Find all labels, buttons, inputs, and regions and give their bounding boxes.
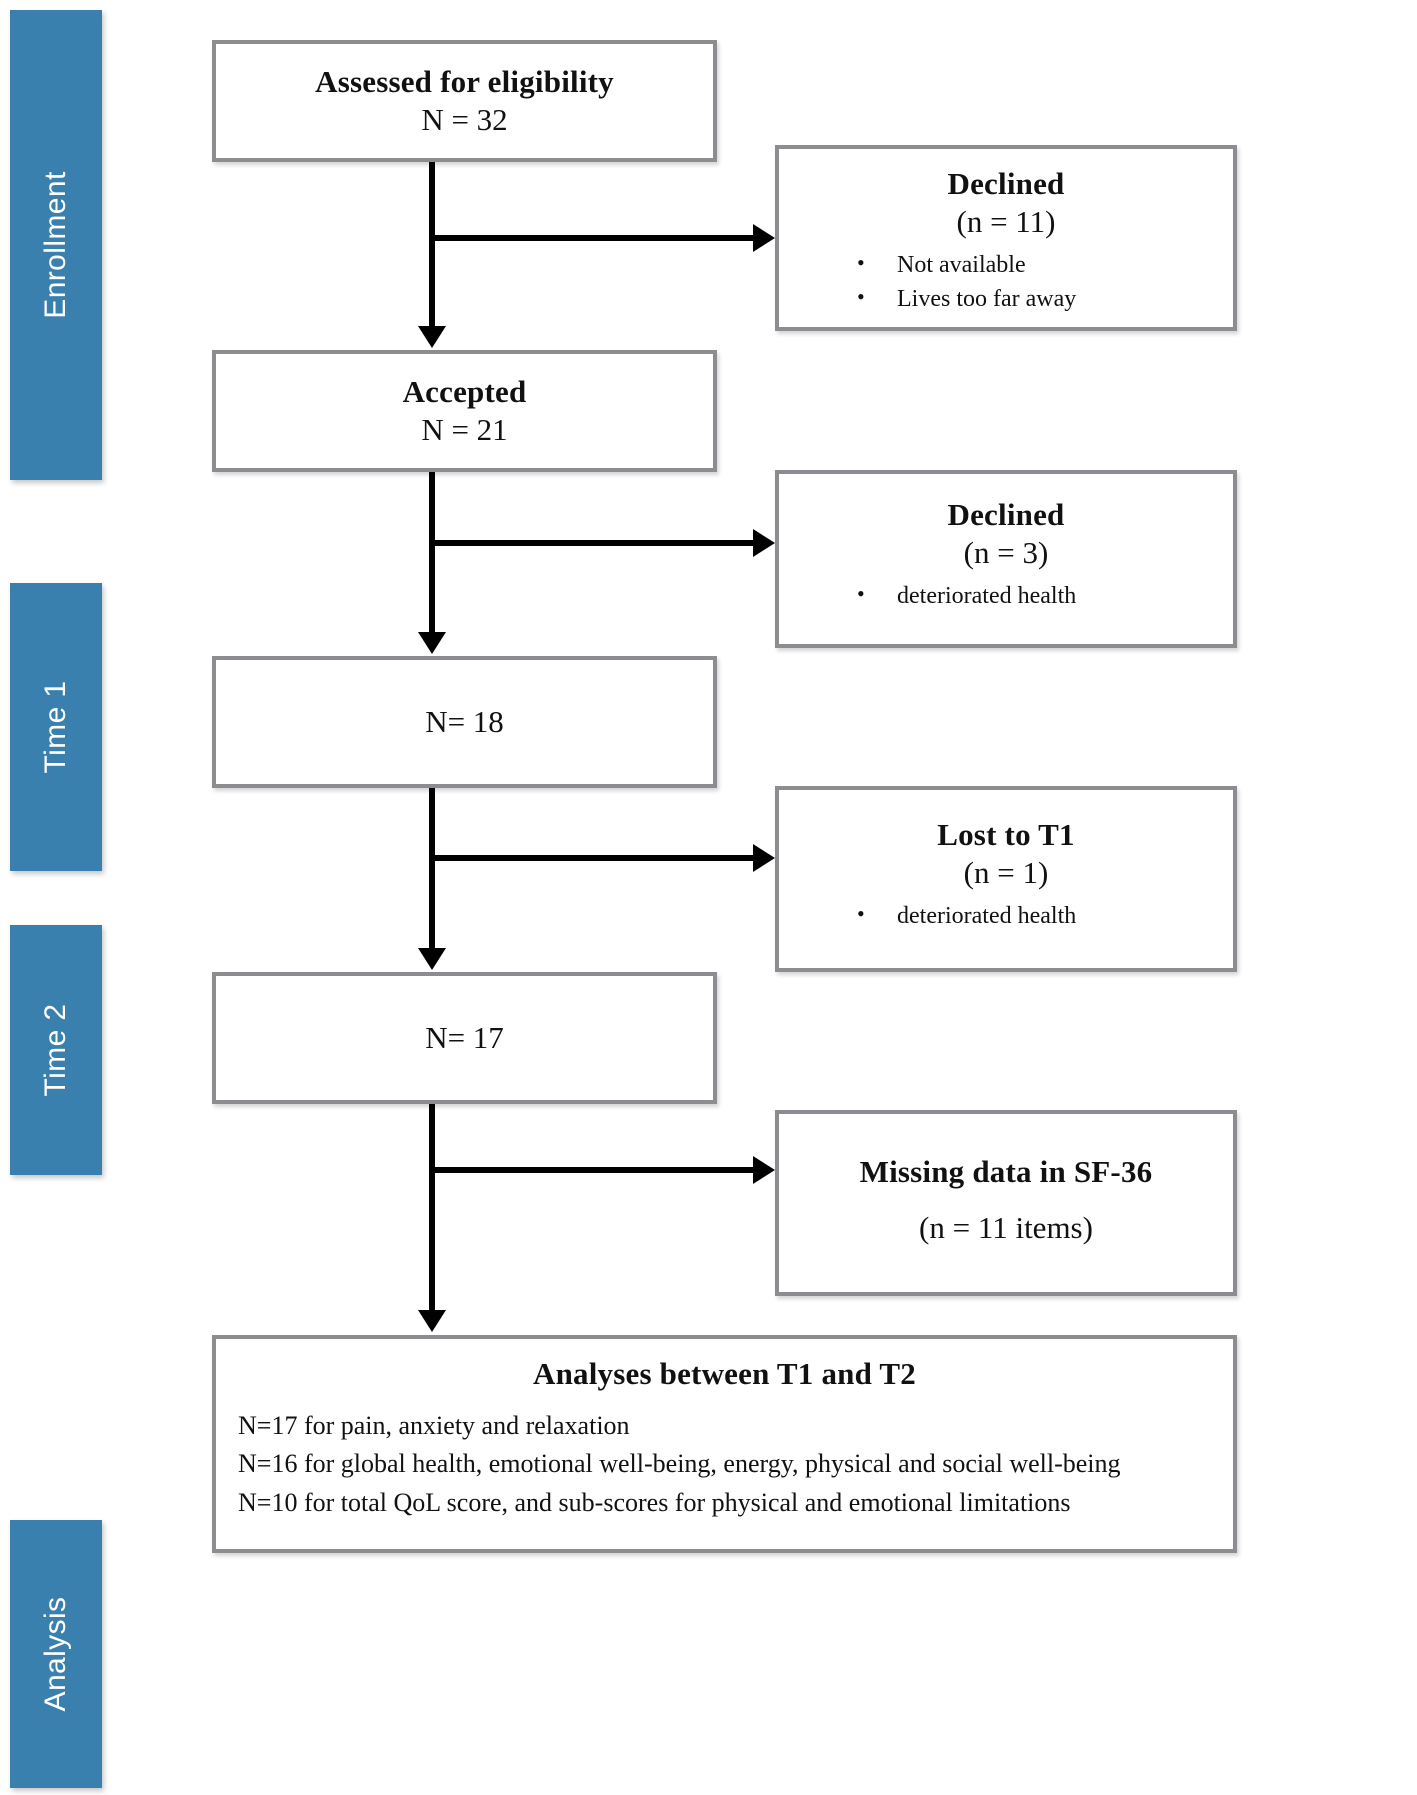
node-count: N= 17 bbox=[425, 1019, 504, 1055]
node-declined-11: Declined (n = 11) Not available Lives to… bbox=[775, 145, 1237, 331]
analysis-line-list: N=17 for pain, anxiety and relaxation N=… bbox=[216, 1407, 1233, 1522]
node-title: Assessed for eligibility bbox=[315, 63, 614, 99]
analysis-line: N=16 for global health, emotional well-b… bbox=[238, 1449, 1121, 1479]
node-count: (n = 1) bbox=[963, 854, 1049, 890]
node-accepted: Accepted N = 21 bbox=[212, 350, 717, 472]
node-title: Analyses between T1 and T2 bbox=[532, 1356, 916, 1391]
analysis-line: N=10 for total QoL score, and sub-scores… bbox=[238, 1487, 1071, 1517]
node-assessed-for-eligibility: Assessed for eligibility N = 32 bbox=[212, 40, 717, 162]
arrow-right-1 bbox=[753, 224, 775, 252]
phase-label-enrollment: Enrollment bbox=[39, 171, 72, 319]
node-count: N = 21 bbox=[421, 411, 508, 447]
node-analyses-t1-t2: Analyses between T1 and T2 N=17 for pain… bbox=[212, 1335, 1237, 1553]
node-missing-data-sf36: Missing data in SF-36 (n = 11 items) bbox=[775, 1110, 1237, 1296]
list-item: Not available bbox=[779, 247, 1233, 283]
node-n-18: N= 18 bbox=[212, 656, 717, 788]
analysis-line: N=17 for pain, anxiety and relaxation bbox=[238, 1410, 630, 1440]
phase-band-enrollment: Enrollment bbox=[10, 10, 102, 480]
connector-vertical-2 bbox=[429, 472, 435, 634]
list-item: Lives too far away bbox=[779, 281, 1233, 317]
connector-vertical-3 bbox=[429, 788, 435, 950]
node-title: Missing data in SF-36 bbox=[859, 1153, 1153, 1189]
connector-horizontal-2 bbox=[429, 540, 753, 546]
reason-list: deteriorated health bbox=[779, 578, 1233, 614]
arrow-down-1 bbox=[418, 326, 446, 348]
node-title: Declined bbox=[947, 497, 1065, 532]
node-title: Accepted bbox=[402, 373, 527, 409]
node-n-17: N= 17 bbox=[212, 972, 717, 1104]
node-lost-to-t1: Lost to T1 (n = 1) deteriorated health bbox=[775, 786, 1237, 972]
connector-vertical-4 bbox=[429, 1104, 435, 1312]
phase-label-analysis: Analysis bbox=[39, 1596, 72, 1712]
node-title: Lost to T1 bbox=[937, 817, 1075, 852]
node-declined-3: Declined (n = 3) deteriorated health bbox=[775, 470, 1237, 648]
connector-vertical-1 bbox=[429, 162, 435, 328]
node-count: N= 18 bbox=[425, 703, 504, 739]
phase-band-analysis: Analysis bbox=[10, 1520, 102, 1788]
arrow-right-2 bbox=[753, 529, 775, 557]
phase-band-time-1: Time 1 bbox=[10, 583, 102, 871]
reason-list: Not available Lives too far away bbox=[779, 247, 1233, 318]
connector-horizontal-3 bbox=[429, 855, 753, 861]
node-title: Declined bbox=[947, 166, 1065, 201]
arrow-down-4 bbox=[418, 1310, 446, 1332]
reason-list: deteriorated health bbox=[779, 898, 1233, 934]
arrow-down-2 bbox=[418, 632, 446, 654]
arrow-right-4 bbox=[753, 1156, 775, 1184]
node-count: N = 32 bbox=[421, 101, 508, 137]
arrow-down-3 bbox=[418, 948, 446, 970]
node-count: (n = 11 items) bbox=[919, 1209, 1093, 1245]
list-item: deteriorated health bbox=[779, 898, 1233, 934]
phase-band-time-2: Time 2 bbox=[10, 925, 102, 1175]
phase-label-time-1: Time 1 bbox=[39, 680, 72, 774]
connector-horizontal-1 bbox=[429, 235, 753, 241]
arrow-right-3 bbox=[753, 844, 775, 872]
phase-label-time-2: Time 2 bbox=[39, 1003, 72, 1097]
list-item: deteriorated health bbox=[779, 578, 1233, 614]
node-count: (n = 11) bbox=[956, 203, 1056, 239]
node-count: (n = 3) bbox=[963, 534, 1049, 570]
connector-horizontal-4 bbox=[429, 1167, 753, 1173]
